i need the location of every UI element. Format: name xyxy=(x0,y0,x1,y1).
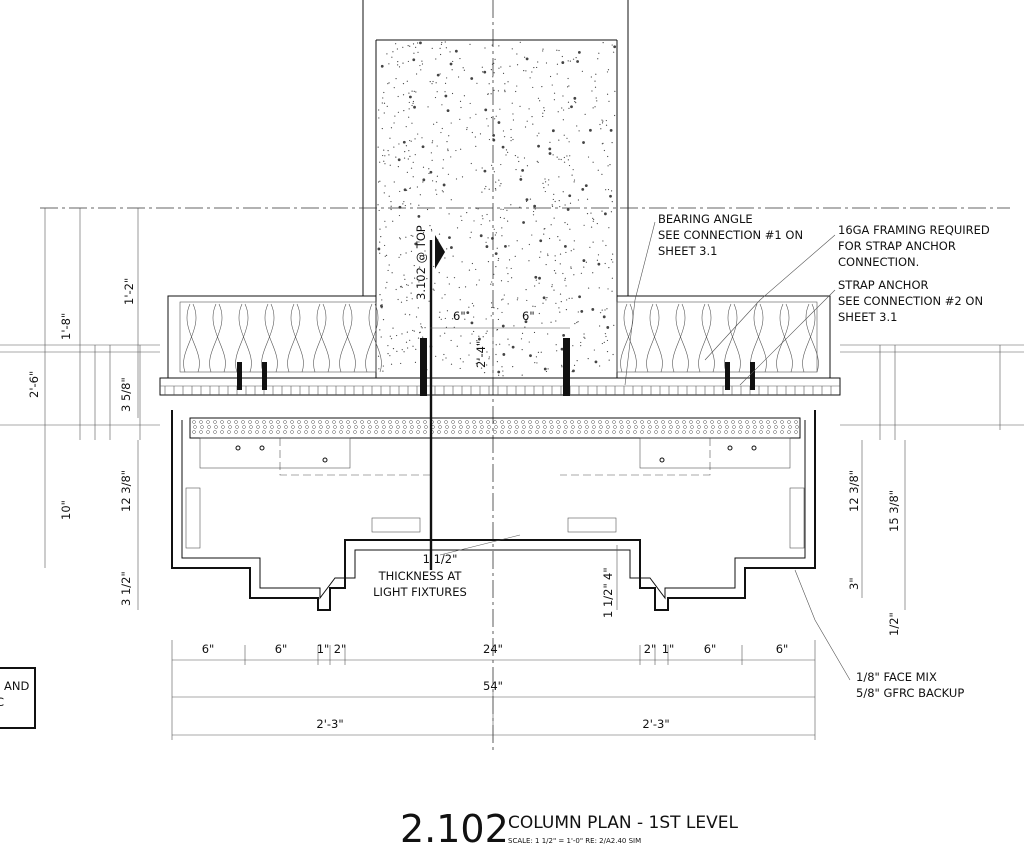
svg-text:CONNECTION.: CONNECTION. xyxy=(838,255,919,269)
svg-text:AND: AND xyxy=(4,679,29,693)
svg-text:4": 4" xyxy=(601,567,615,580)
gfrc-panel-outline xyxy=(171,410,816,611)
section-cut-marker: 3.102 @ TOP xyxy=(414,225,445,570)
svg-text:SCALE: 1 1/2" = 1'-0" RE:: SCALE: 1 1/2" = 1'-0" RE: 2/A2.40 SIM xyxy=(508,837,641,845)
svg-text:3 5/8": 3 5/8" xyxy=(119,377,133,412)
svg-text:1": 1" xyxy=(662,642,675,656)
svg-text:6": 6" xyxy=(275,642,288,656)
left-dimensions: 1'-8" 2'-6" 1'-2" 3 5/8" 10" 12 3/8" 3 1… xyxy=(27,278,136,606)
note-leaders xyxy=(439,221,851,681)
note-thickness: 1 1/2" THICKNESS AT LIGHT FIXTURES xyxy=(373,552,467,599)
strap-anchors xyxy=(237,338,755,396)
svg-text:6": 6" xyxy=(704,642,717,656)
svg-text:1 1/2": 1 1/2" xyxy=(601,583,615,618)
note-framing: 16GA FRAMING REQUIRED FOR STRAP ANCHOR C… xyxy=(838,223,990,269)
insulation-batt-pattern xyxy=(183,303,819,373)
svg-text:2'-3": 2'-3" xyxy=(642,717,669,731)
svg-text:6": 6" xyxy=(453,309,466,323)
svg-text:12 3/8": 12 3/8" xyxy=(119,470,133,512)
svg-text:1'-8": 1'-8" xyxy=(59,313,73,340)
gfrc-panel-inner xyxy=(181,420,806,600)
svg-text:COLUMN PLAN - 1ST LEVEL: COLUMN PLAN - 1ST LEVEL xyxy=(508,813,738,833)
dimension-lines xyxy=(44,208,906,740)
svg-text:C: C xyxy=(0,695,4,709)
svg-text:2": 2" xyxy=(644,642,657,656)
svg-text:15 3/8": 15 3/8" xyxy=(887,490,901,532)
svg-text:SEE CONNECTION #2 ON: SEE CONNECTION #2 ON xyxy=(838,294,983,308)
svg-text:3.102 @ TOP: 3.102 @ TOP xyxy=(414,225,428,300)
svg-text:3 1/2": 3 1/2" xyxy=(119,571,133,606)
note-face-mix: 1/8" FACE MIX 5/8" GFRC BACKUP xyxy=(856,670,964,700)
svg-text:1'-2": 1'-2" xyxy=(122,278,136,305)
svg-text:6": 6" xyxy=(776,642,789,656)
svg-text:1/8" FACE MIX: 1/8" FACE MIX xyxy=(856,670,937,684)
svg-text:SHEET 3.1: SHEET 3.1 xyxy=(838,310,897,324)
svg-text:1/2": 1/2" xyxy=(887,612,901,636)
svg-text:STRAP ANCHOR: STRAP ANCHOR xyxy=(838,278,929,292)
svg-text:SHEET 3.1: SHEET 3.1 xyxy=(658,244,717,258)
note-strap-anchor: STRAP ANCHOR SEE CONNECTION #2 ON SHEET … xyxy=(838,278,983,324)
gfrc-band xyxy=(189,417,801,439)
svg-text:2'-4": 2'-4" xyxy=(474,341,488,368)
svg-text:2'-3": 2'-3" xyxy=(316,717,343,731)
sheathing-band xyxy=(159,377,841,396)
svg-text:24": 24" xyxy=(483,642,503,656)
svg-text:THICKNESS AT: THICKNESS AT xyxy=(378,569,463,583)
cut-off-note-box: AND C xyxy=(0,667,36,729)
drawing-title: 2.102 COLUMN PLAN - 1ST LEVEL SCALE: 1 1… xyxy=(400,807,738,851)
svg-text:2.102: 2.102 xyxy=(400,807,509,851)
svg-text:LIGHT FIXTURES: LIGHT FIXTURES xyxy=(373,585,467,599)
svg-text:12 3/8": 12 3/8" xyxy=(847,470,861,512)
svg-text:10": 10" xyxy=(59,500,73,520)
svg-text:6": 6" xyxy=(522,309,535,323)
concrete-hatch xyxy=(377,41,617,377)
svg-text:54": 54" xyxy=(483,679,503,693)
svg-text:1": 1" xyxy=(317,642,330,656)
svg-text:SEE CONNECTION #1 ON: SEE CONNECTION #1 ON xyxy=(658,228,803,242)
svg-text:1 1/2": 1 1/2" xyxy=(423,552,458,566)
svg-text:BEARING ANGLE: BEARING ANGLE xyxy=(658,212,753,226)
column-outline xyxy=(362,0,629,378)
note-bearing-angle: BEARING ANGLE SEE CONNECTION #1 ON SHEET… xyxy=(658,212,803,258)
svg-text:2'-6": 2'-6" xyxy=(27,371,41,398)
svg-text:5/8" GFRC BACKUP: 5/8" GFRC BACKUP xyxy=(856,686,964,700)
adjacent-window-frames xyxy=(0,344,1024,440)
right-dimensions: 12 3/8" 15 3/8" 3" 1/2" xyxy=(847,470,901,636)
svg-text:6": 6" xyxy=(202,642,215,656)
svg-text:2": 2" xyxy=(334,642,347,656)
light-fixture-recess xyxy=(185,437,805,549)
center-dimensions: 6" 6" 2'-4" 4" 1 1/2" xyxy=(453,309,615,618)
svg-text:16GA FRAMING REQUIRED: 16GA FRAMING REQUIRED xyxy=(838,223,990,237)
svg-text:3": 3" xyxy=(847,577,861,590)
svg-text:FOR STRAP ANCHOR: FOR STRAP ANCHOR xyxy=(838,239,956,253)
bottom-dimensions: 6" 6" 1" 2" 24" 2" 1" 6" 6" 54" 2'-3" 2'… xyxy=(202,642,789,731)
insulation-right xyxy=(616,295,831,379)
